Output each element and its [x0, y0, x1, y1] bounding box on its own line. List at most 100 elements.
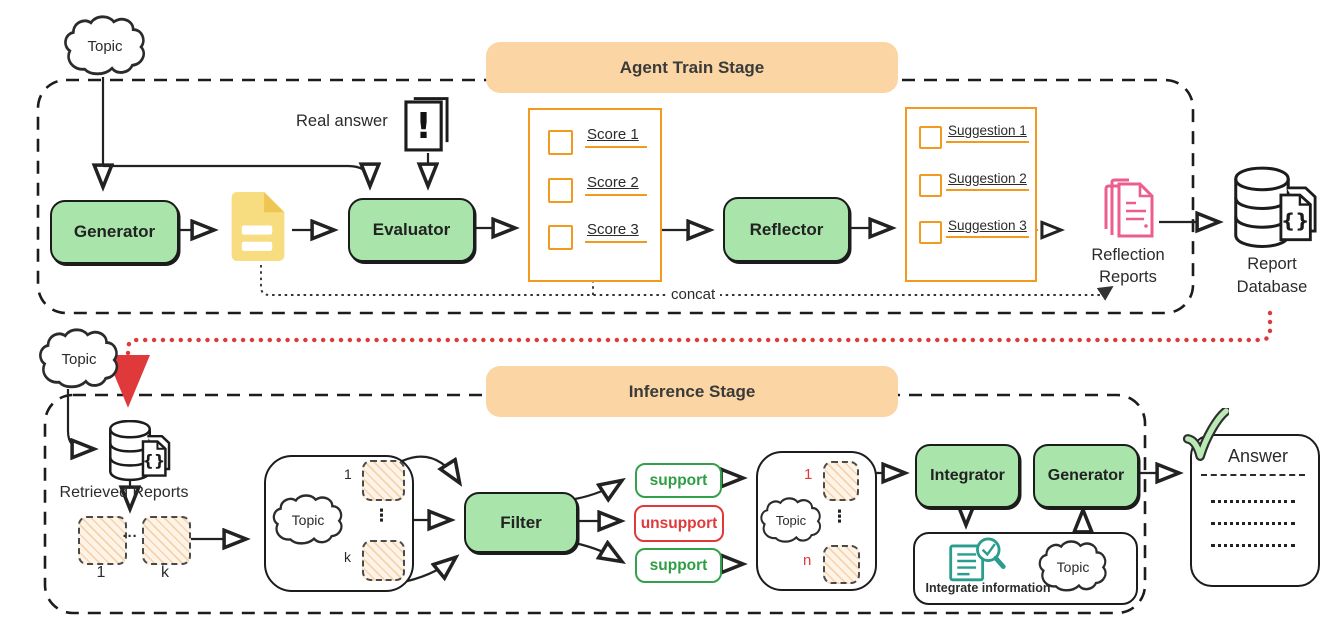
train-topic-cloud: Topic	[61, 15, 149, 77]
right-container-topic-cloud: Topic	[758, 497, 824, 544]
score-row: Score 2	[548, 174, 647, 203]
score-label: Score 3	[585, 221, 647, 243]
suggestion-checkbox	[919, 126, 942, 149]
inference-topic-cloud: Topic	[36, 328, 122, 390]
topic-label: Topic	[61, 350, 97, 368]
cloud-icon	[760, 497, 821, 543]
suggestion-label: Suggestion 1	[946, 123, 1029, 143]
suggestion-checkbox	[919, 221, 942, 244]
left-container-chip-k	[362, 540, 405, 581]
report-database-line1: Report	[1247, 255, 1297, 273]
inference-stage-container	[43, 393, 1147, 615]
svg-text:{}: {}	[142, 451, 165, 470]
train-generator-box: Generator	[50, 200, 179, 264]
inference-generator-label: Generator	[1047, 467, 1125, 484]
topic-label: Topic	[775, 513, 807, 528]
support-badge-bottom: support	[635, 548, 722, 583]
json-doc-icon: {}	[141, 434, 171, 477]
right-container-last-label: n	[803, 552, 812, 569]
inference-stage-banner: Inference Stage	[486, 366, 898, 417]
integrator-box: Integrator	[915, 444, 1020, 508]
right-container-vdots: ⋮	[831, 507, 848, 526]
cloud-icon	[1038, 540, 1107, 592]
retrieved-reports-label: Retrieved Reports	[59, 484, 189, 501]
answer-text-dots	[1211, 544, 1295, 547]
train-generator-label: Generator	[73, 222, 156, 241]
integrate-topic-cloud: Topic	[1036, 540, 1110, 593]
report-transfer-arrow	[106, 310, 1273, 408]
score-list-box: Score 1 Score 2 Score 3	[528, 108, 662, 282]
retrieved-chip-k-label: k	[161, 564, 169, 581]
inference-generator-box: Generator	[1033, 444, 1139, 508]
answer-card	[1190, 434, 1320, 587]
suggestion-row: Suggestion 3	[919, 218, 1029, 244]
topic-label: Topic	[1056, 558, 1090, 575]
reflection-reports-label: Reflection Reports	[1085, 244, 1171, 289]
answer-label: Answer	[1228, 446, 1289, 466]
answer-divider	[1201, 474, 1305, 476]
reflection-reports-line2: Reports	[1099, 268, 1157, 287]
cloud-icon	[39, 328, 119, 389]
reflection-reports-line1: Reflection	[1091, 246, 1165, 264]
retrieved-ellipsis: ···	[122, 528, 138, 545]
suggestion-checkbox	[919, 174, 942, 197]
svg-text:{}: {}	[1281, 208, 1309, 232]
left-container-vdots: ⋮	[373, 506, 390, 525]
train-stage-title: Agent Train Stage	[619, 57, 765, 77]
retrieved-report-chip-k	[142, 516, 191, 565]
report-database-label: Report Database	[1222, 253, 1322, 299]
train-stage-banner: Agent Train Stage	[486, 42, 898, 93]
inference-stage-title: Inference Stage	[628, 381, 756, 401]
score-checkbox	[548, 225, 573, 250]
reflection-reports-icon	[1102, 175, 1158, 241]
reflector-box: Reflector	[723, 197, 850, 262]
retrieved-chip-1-label: 1	[96, 564, 106, 581]
support-top-label: support	[649, 471, 708, 489]
suggestion-row: Suggestion 1	[919, 123, 1029, 149]
score-row: Score 3	[548, 221, 647, 250]
suggestion-list-box: Suggestion 1 Suggestion 2 Suggestion 3	[905, 107, 1037, 282]
left-container-last-label: k	[344, 549, 351, 565]
unsupport-label: unsupport	[640, 514, 718, 532]
score-label: Score 1	[585, 126, 647, 148]
suggestion-row: Suggestion 2	[919, 171, 1029, 197]
report-database-line2: Database	[1236, 278, 1308, 297]
left-container-first-label: 1	[344, 466, 352, 482]
topic-label: Topic	[291, 512, 325, 528]
svg-text:!: !	[416, 106, 432, 147]
left-container-topic-cloud: Topic	[270, 494, 346, 546]
support-badge-top: support	[635, 463, 722, 498]
integrate-information-icon	[946, 536, 1008, 586]
retrieved-report-chip-1	[78, 516, 127, 565]
answer-checkmark-icon	[1181, 406, 1231, 464]
answer-text-dots	[1211, 522, 1295, 525]
cloud-icon	[64, 15, 145, 76]
suggestion-label: Suggestion 2	[946, 171, 1029, 191]
cloud-icon	[272, 494, 343, 545]
right-container-first-label: 1	[804, 466, 813, 483]
json-doc-icon: {}	[1279, 185, 1317, 243]
retrieval-database-icon	[107, 419, 153, 482]
real-answer-label: Real answer	[296, 112, 388, 130]
reflector-label: Reflector	[749, 219, 824, 239]
left-container-chip-1	[362, 460, 405, 501]
integrate-information-label: Integrate information	[925, 581, 1051, 595]
filter-label: Filter	[500, 512, 542, 532]
score-label: Score 2	[585, 174, 647, 196]
score-checkbox	[548, 130, 573, 155]
real-answer-doc-icon: !	[404, 97, 449, 152]
suggestion-label: Suggestion 3	[946, 218, 1029, 238]
score-checkbox	[548, 178, 573, 203]
right-container-chip-1	[823, 461, 859, 501]
topic-label: Topic	[87, 37, 123, 55]
right-container-chip-n	[823, 545, 860, 584]
support-bottom-label: support	[649, 556, 708, 574]
score-row: Score 1	[548, 126, 647, 155]
concat-label: concat	[666, 286, 721, 303]
draft-report-icon	[226, 190, 290, 263]
filter-box: Filter	[464, 492, 578, 553]
unsupport-badge: unsupport	[634, 505, 724, 542]
integrator-label: Integrator	[930, 467, 1005, 484]
